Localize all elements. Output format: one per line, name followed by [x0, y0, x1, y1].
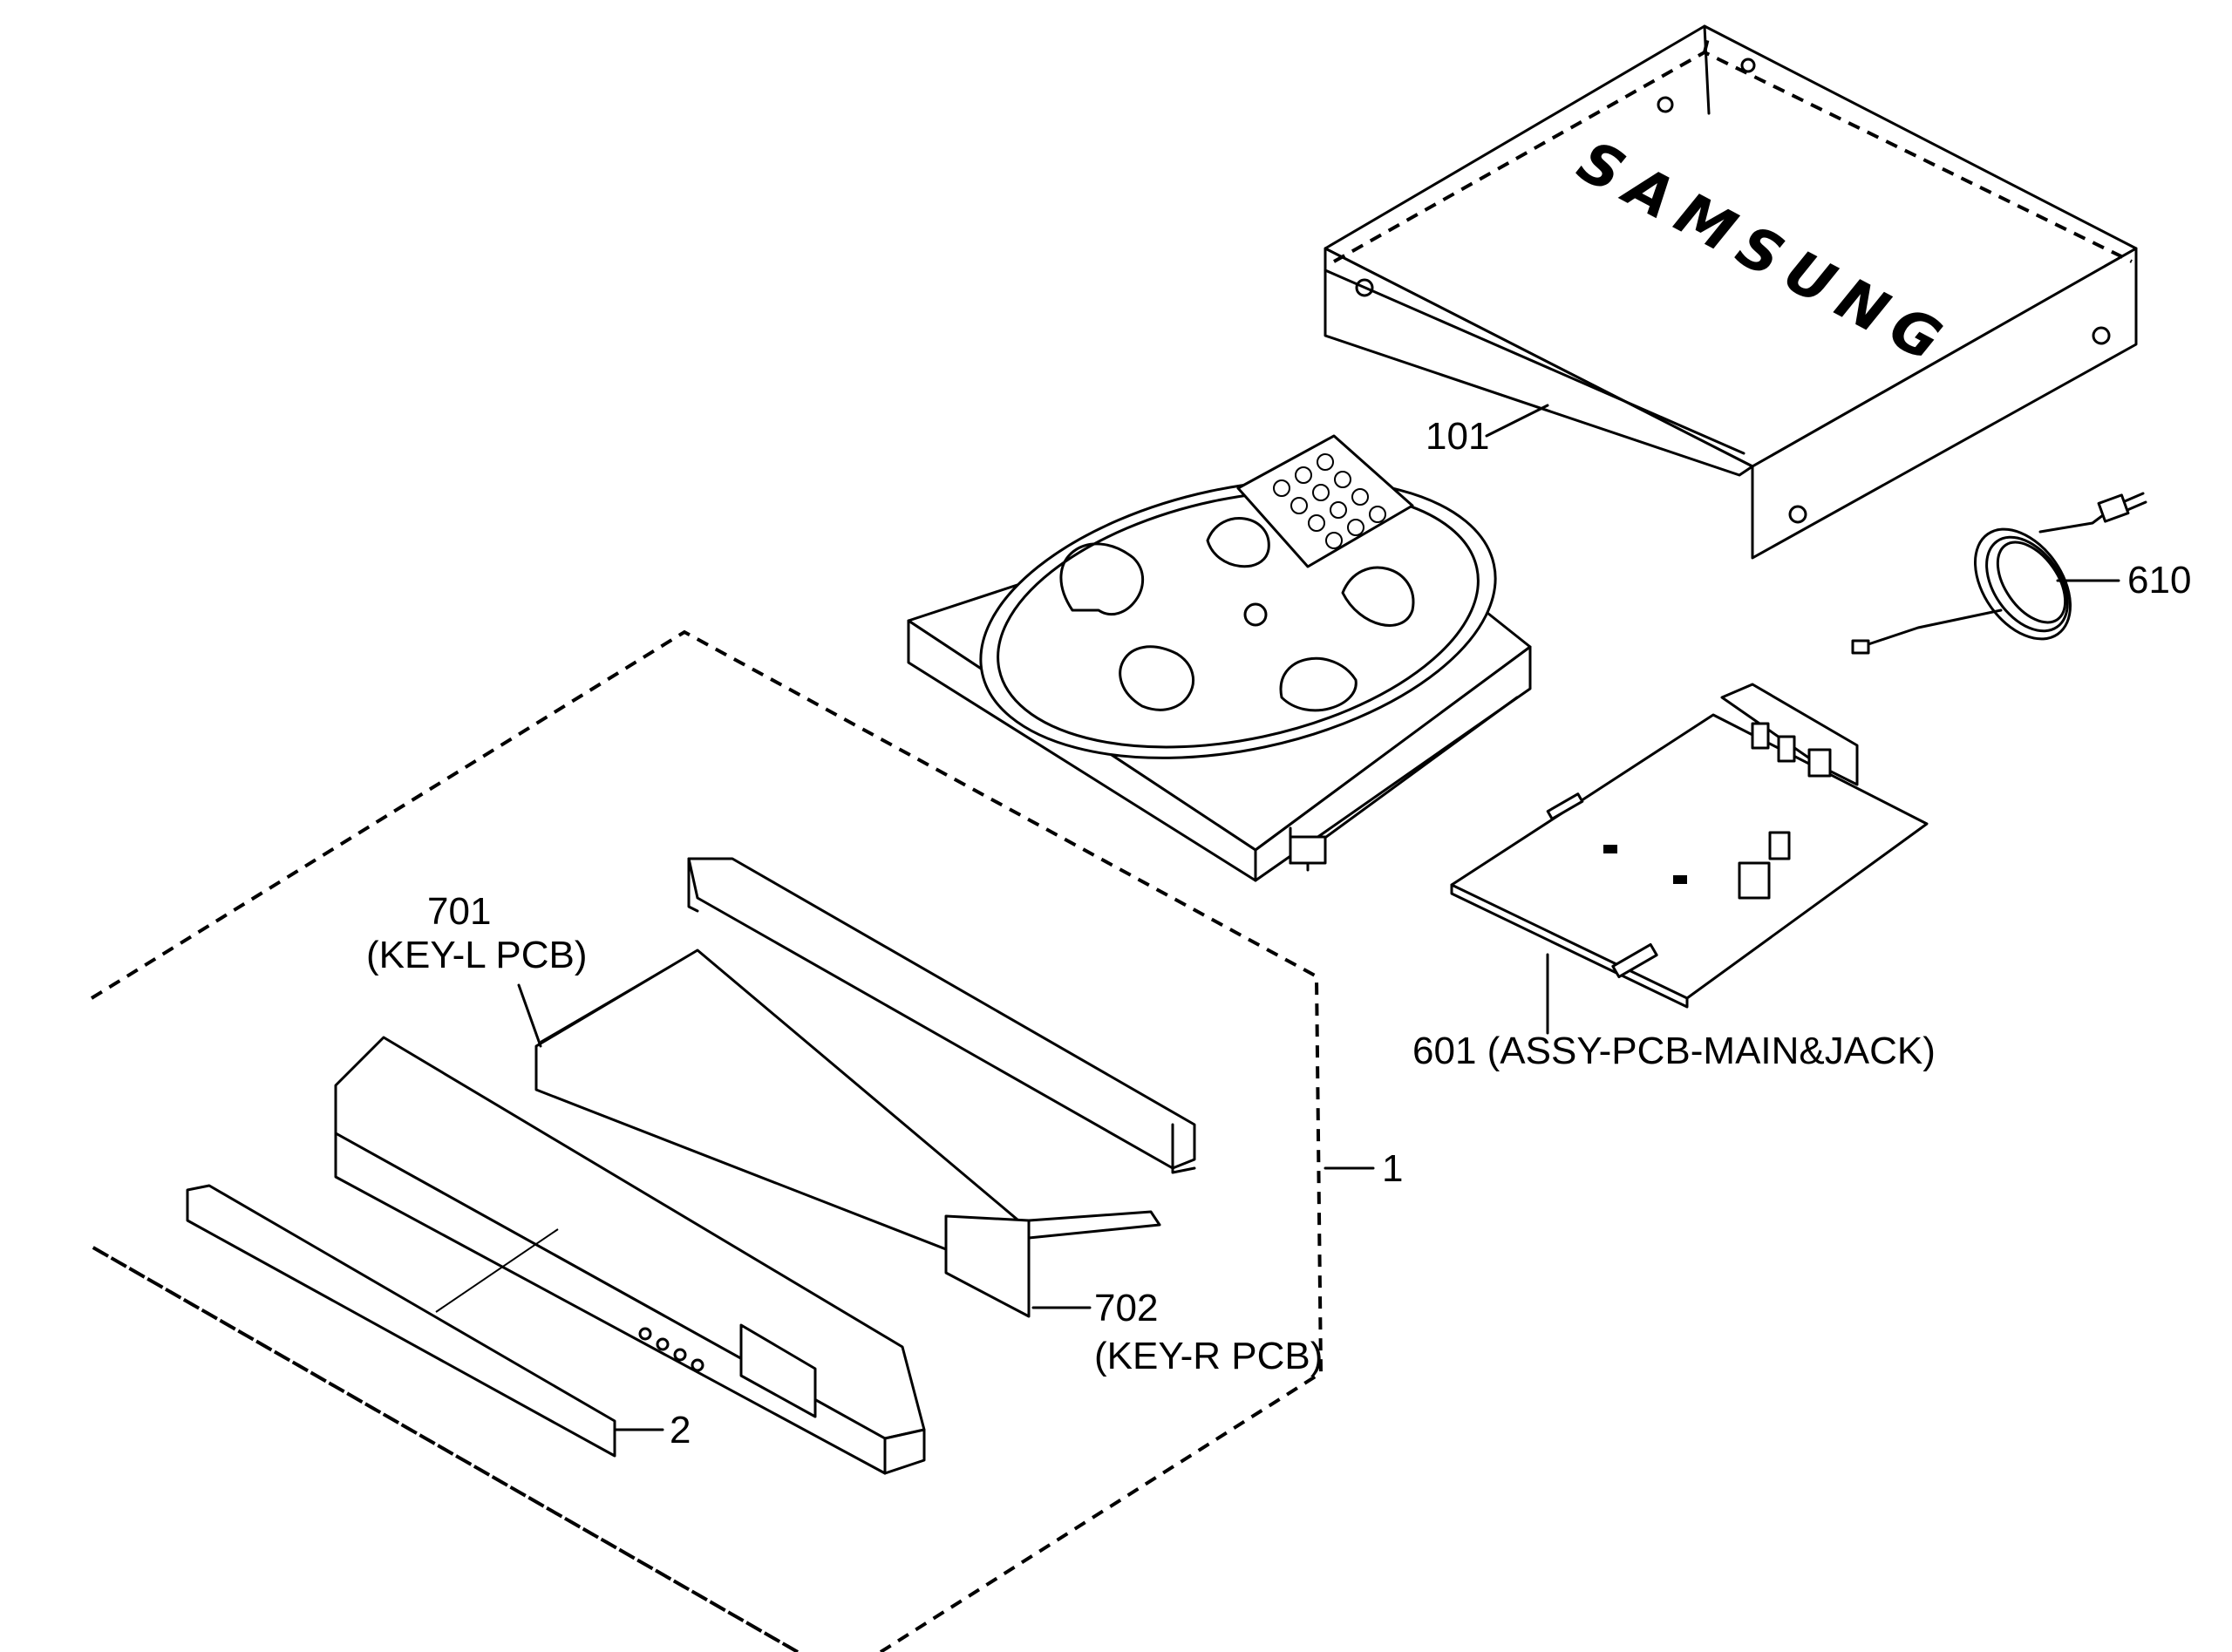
- callout-601: 601 (ASSY-PCB-MAIN&JACK): [1412, 1030, 1936, 1072]
- callout-701-number: 701: [427, 890, 491, 933]
- top-cover: SAMSUNG: [1324, 24, 2138, 560]
- leader-lines: [517, 404, 2120, 1431]
- front-panel-assembly: [186, 857, 1196, 1475]
- callout-2: 2: [670, 1409, 691, 1451]
- callout-610: 610: [2127, 559, 2191, 602]
- callout-702-name: (KEY-R PCB): [1094, 1335, 1323, 1377]
- power-cord: [1851, 492, 2147, 655]
- callout-101: 101: [1426, 415, 1489, 458]
- heatsink-grid: [1273, 453, 1386, 549]
- main-pcb: [1450, 683, 1929, 1009]
- callout-701-name: (KEY-L PCB): [366, 934, 588, 976]
- callout-702-number: 702: [1094, 1287, 1158, 1329]
- callout-1: 1: [1382, 1147, 1403, 1190]
- front-panel-assy-boundary: [90, 629, 1324, 1652]
- disc-changer-mechanism: [907, 434, 1532, 882]
